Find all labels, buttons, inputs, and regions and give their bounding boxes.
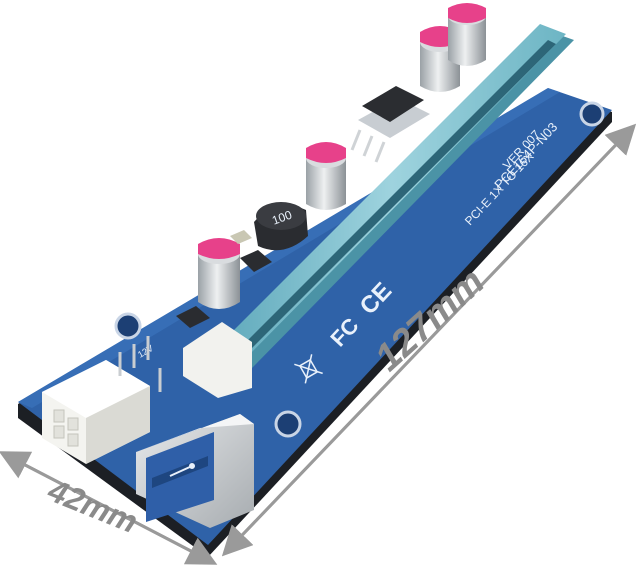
mounting-hole bbox=[274, 410, 302, 438]
usb3-port bbox=[136, 414, 254, 528]
six-pin-power-connector bbox=[42, 360, 150, 464]
mounting-hole bbox=[114, 312, 142, 340]
capacitor bbox=[198, 238, 240, 309]
pin-header bbox=[118, 336, 162, 392]
inductor-marking: 100 bbox=[270, 208, 294, 228]
dimension-arrow-width bbox=[0, 451, 218, 565]
usb-icon bbox=[169, 463, 195, 477]
smd-chips bbox=[176, 230, 272, 328]
dimension-arrow-length bbox=[221, 123, 637, 557]
inductor: 100 bbox=[254, 202, 308, 251]
mounting-holes bbox=[114, 101, 605, 438]
mounting-hole bbox=[579, 101, 605, 127]
capacitor bbox=[448, 3, 486, 66]
pcie-x16-slot bbox=[183, 24, 574, 398]
capacitor bbox=[306, 142, 346, 210]
voltage-regulator bbox=[350, 86, 430, 163]
weee-bin-icon bbox=[294, 354, 323, 384]
